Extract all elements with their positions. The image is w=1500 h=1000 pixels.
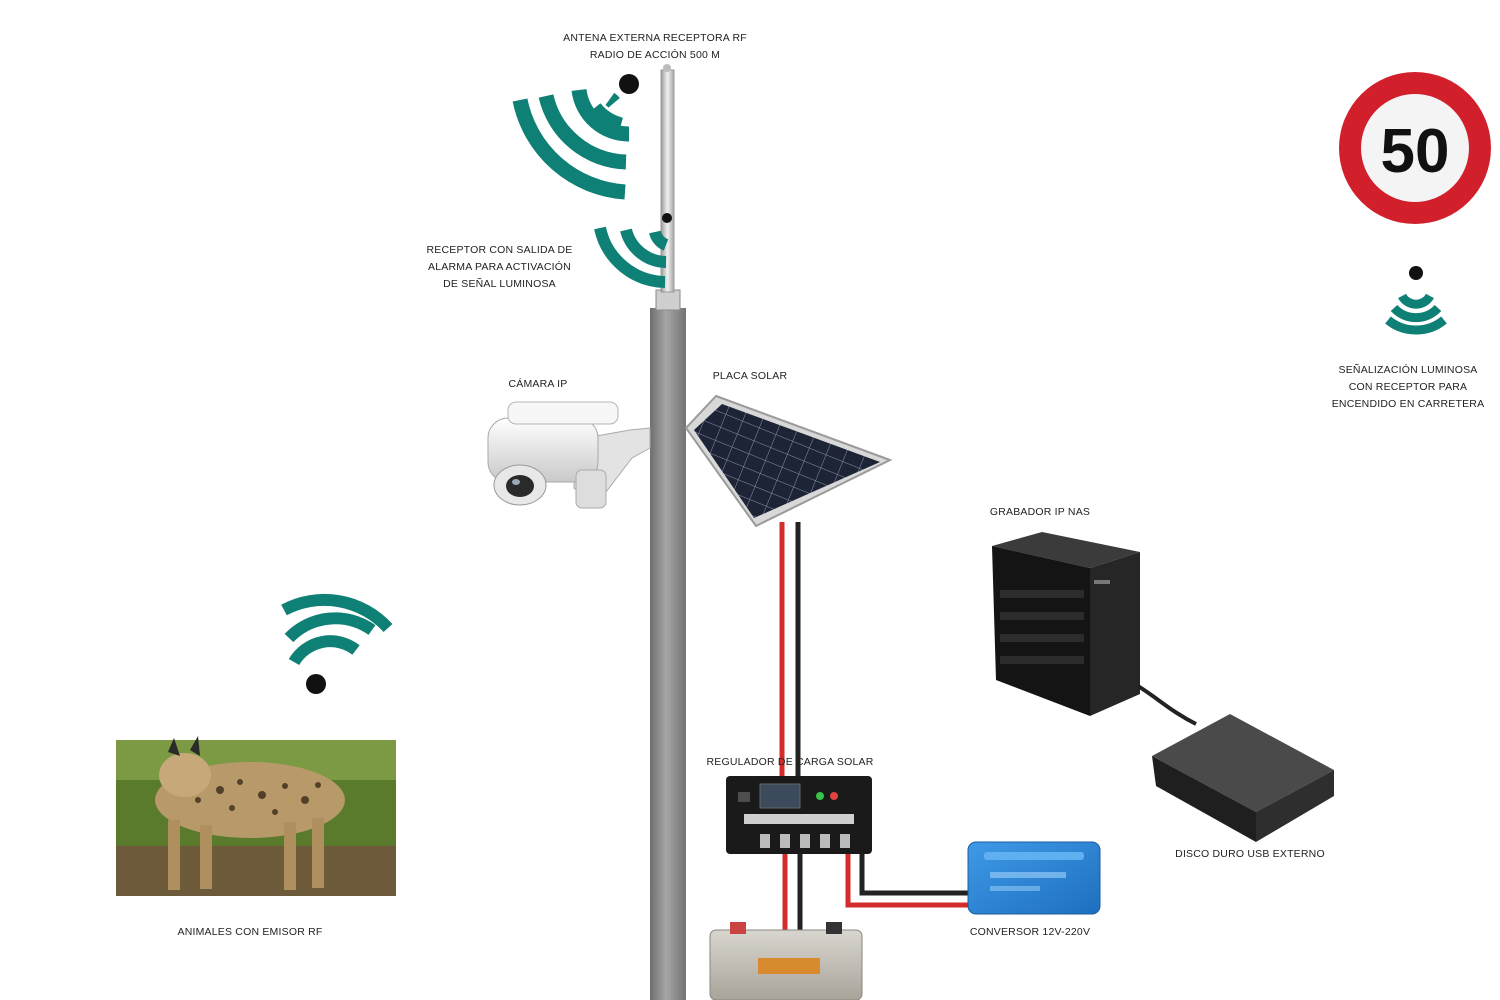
solar-panel-label: PLACA SOLAR [712,370,788,382]
road-signal-label-line: CON RECEPTOR PARA [1348,381,1468,393]
battery-icon [709,922,863,1000]
ip-camera-icon [487,401,651,509]
receiver-label-line: ALARMA PARA ACTIVACIÓN [428,261,571,273]
antenna-label: ANTENA EXTERNA RECEPTORA RF RADIO DE ACC… [545,30,765,64]
antenna-label-line: ANTENA EXTERNA RECEPTORA RF [563,32,747,44]
road-signal-label-line: SEÑALIZACIÓN LUMINOSA [1338,364,1478,376]
recorder-label: GRABADOR IP NAS [989,506,1091,518]
lynx-photo [116,736,396,896]
pole [650,308,686,1000]
wire-red [845,854,972,908]
usb-disk-icon [1152,714,1334,842]
road-signal-label: SEÑALIZACIÓN LUMINOSA CON RECEPTOR PARA … [1318,362,1498,413]
animals-label: ANIMALES CON EMISOR RF [177,926,323,938]
inverter-icon [967,841,1101,915]
antenna-label-line: RADIO DE ACCIÓN 500 m [589,49,721,61]
external-disk-label: DISCO DURO USB EXTERNO [1175,848,1325,860]
converter-label: CONVERSOR 12V-220V [969,926,1091,938]
wire-black [859,854,972,896]
speed-limit-sign-icon: 50 [1339,72,1491,224]
receiver-dot [662,213,672,223]
wifi-signal-icon [512,74,639,200]
receiver-label: RECEPTOR CON SALIDA DE ALARMA PARA ACTIV… [402,242,597,293]
charge-regulator-icon [726,776,872,854]
charge-regulator-label: REGULADOR DE CARGA SOLAR [706,756,874,768]
antenna-tip [663,64,671,72]
camera-label: CÁMARA IP [508,378,568,390]
solar-panel-icon [684,394,893,528]
receiver-label-line: RECEPTOR CON SALIDA DE [426,244,573,256]
speed-limit-value: 50 [1381,117,1450,186]
wifi-signal-icon [594,226,669,288]
wifi-signal-icon [281,593,393,694]
road-signal-label-line: ENCENDIDO EN CARRETERA [1331,398,1485,410]
pole-collar [655,289,681,311]
receiver-label-line: DE SEÑAL LUMINOSA [443,278,556,290]
usb-cable [1136,684,1197,726]
wifi-signal-icon [1385,266,1447,335]
nas-recorder-icon [992,532,1140,716]
